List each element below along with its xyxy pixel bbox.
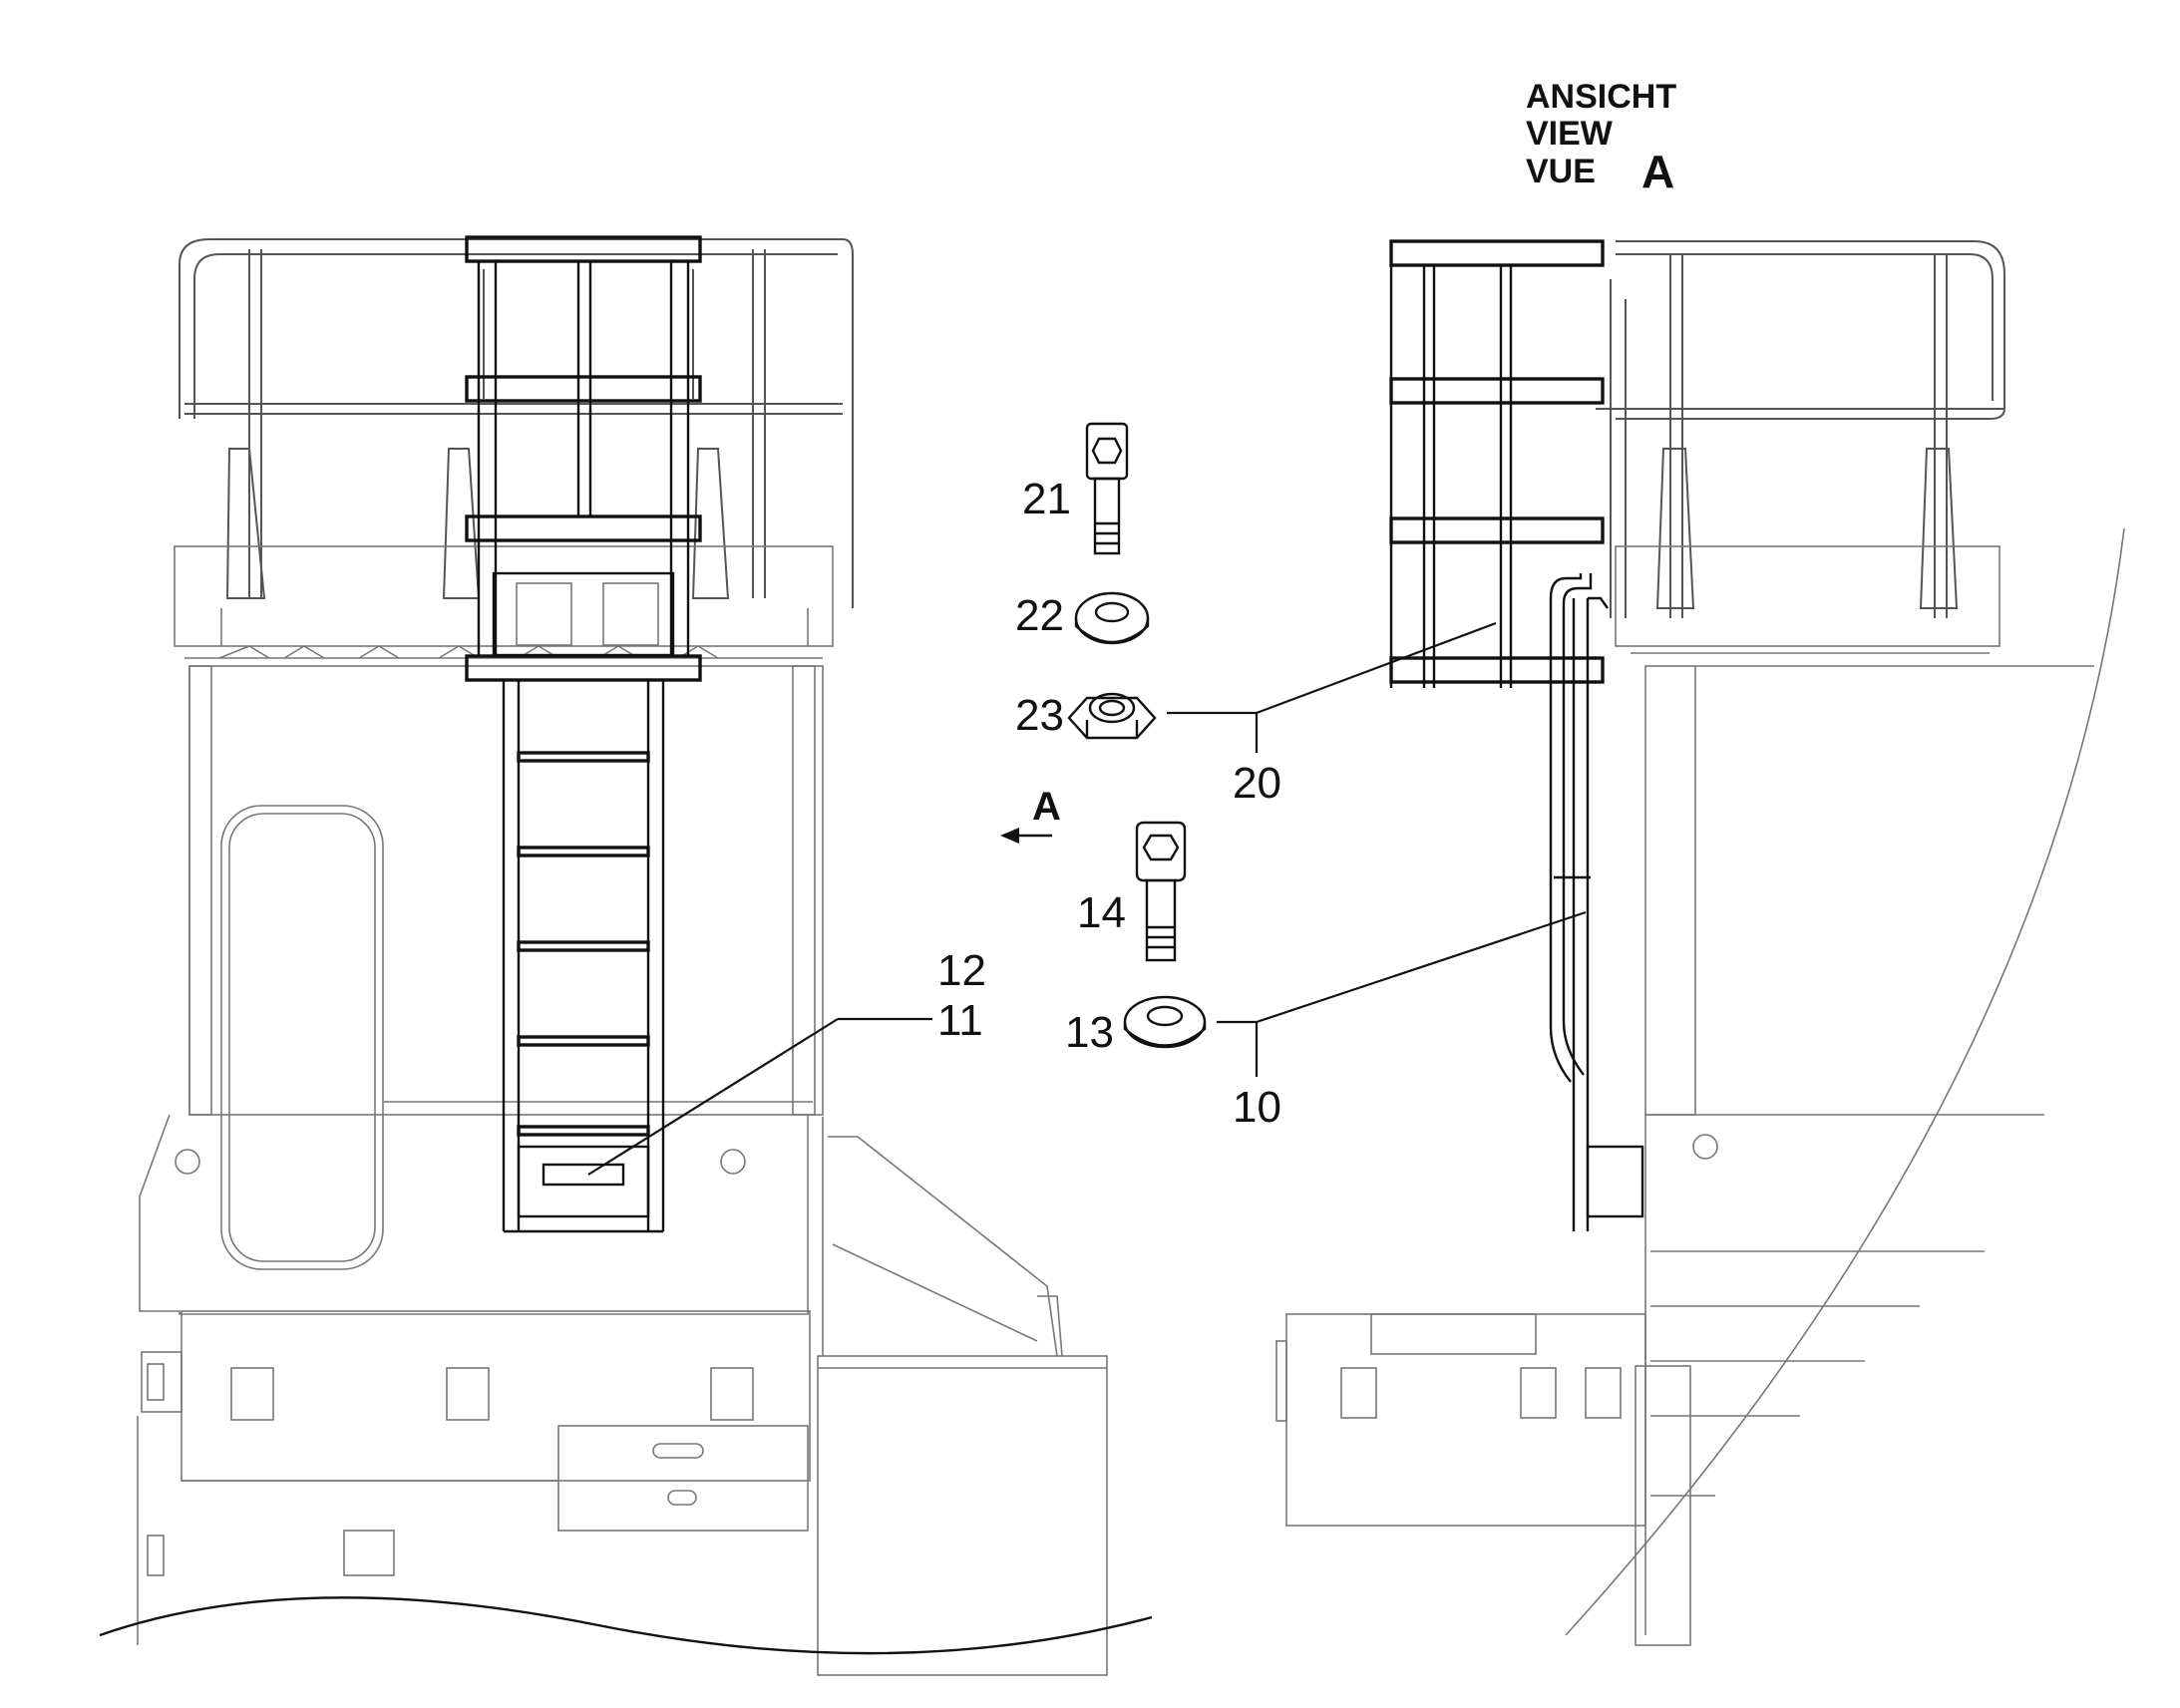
callout-10: 10 bbox=[1233, 1083, 1281, 1132]
leader-lines bbox=[587, 621, 1587, 1176]
view-title-line-1: ANSICHT bbox=[1526, 78, 1676, 116]
view-title-letter: A bbox=[1641, 146, 1674, 197]
callout-21: 21 bbox=[1022, 475, 1071, 523]
view-title-line-3: VUE bbox=[1526, 153, 1596, 190]
callout-11: 11 bbox=[937, 996, 983, 1045]
arrow-label: A bbox=[1032, 785, 1061, 829]
callout-23: 23 bbox=[1015, 691, 1064, 740]
view-title: ANSICHT VIEW VUE A bbox=[1526, 78, 1676, 197]
washer-22-icon bbox=[1074, 591, 1150, 645]
callout-13: 13 bbox=[1065, 1008, 1114, 1057]
front-view bbox=[99, 235, 1153, 1676]
nut-23-icon bbox=[1067, 692, 1157, 740]
side-view-a bbox=[1275, 239, 2125, 1646]
callout-12: 12 bbox=[937, 946, 986, 995]
view-direction-arrow: A bbox=[1000, 785, 1061, 844]
callout-labels: 21 22 23 20 14 13 10 12 11 bbox=[937, 475, 1281, 1132]
screw-21-icon bbox=[1085, 422, 1129, 555]
callout-14: 14 bbox=[1077, 888, 1126, 937]
callout-20: 20 bbox=[1233, 759, 1281, 808]
arrow-head-icon bbox=[1000, 828, 1019, 844]
washer-13-icon bbox=[1123, 995, 1207, 1049]
screw-14-icon bbox=[1135, 821, 1187, 962]
view-title-line-2: VIEW bbox=[1526, 115, 1614, 153]
callout-22: 22 bbox=[1015, 591, 1064, 640]
